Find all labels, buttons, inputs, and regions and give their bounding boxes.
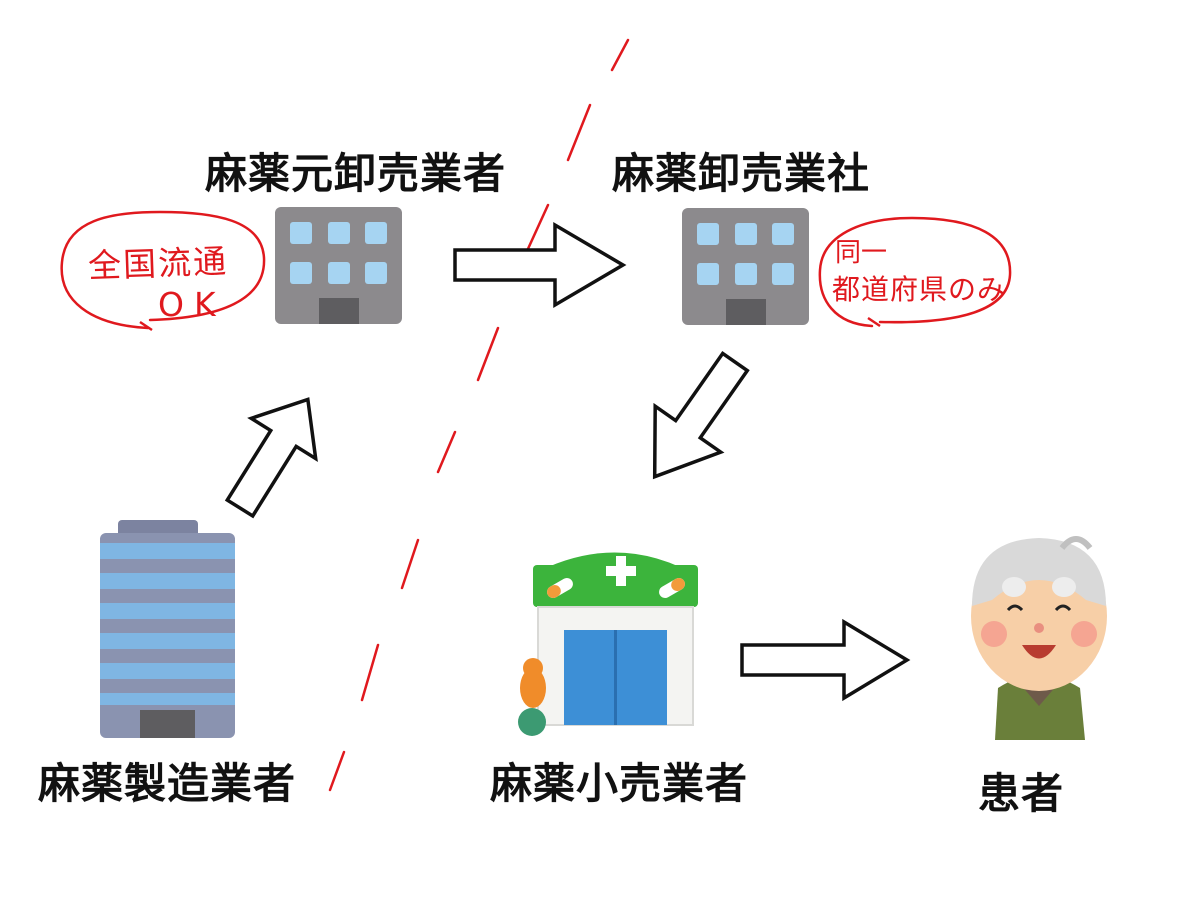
- annotation-right-line1: 同一: [835, 238, 888, 268]
- oroshi-label: 麻薬卸売業社: [612, 149, 871, 198]
- shop-label: 麻薬小売業者: [490, 759, 749, 808]
- annotation-left-line2: OK: [158, 285, 226, 324]
- patient-label: 患者: [978, 769, 1065, 818]
- arrow-motooroshi-to-oroshi: [453, 221, 627, 309]
- annotation-bubble-left: [60, 210, 266, 330]
- annotation-right-line2: 都道府県のみ: [832, 273, 1007, 306]
- boundary-dashed-line: [328, 38, 630, 792]
- factory-tower-icon: [100, 520, 235, 738]
- arrow-maker-to-motooroshi: [224, 397, 318, 519]
- maker-label: 麻薬製造業者: [38, 759, 297, 808]
- office-building-icon: [275, 207, 402, 324]
- annotation-left-line1: 全国流通: [87, 241, 229, 286]
- arrow-shop-to-patient: [740, 618, 911, 702]
- office-building-icon: [682, 208, 809, 325]
- annotation-bubble-left-tail: [139, 320, 153, 332]
- annotation-bubble-right: [818, 216, 1012, 328]
- arrow-oroshi-to-shop: [652, 350, 750, 480]
- annotation-bubble-right-tail: [867, 316, 881, 328]
- elderly-man-icon: [971, 536, 1107, 740]
- motooroshi-label: 麻薬元卸売業者: [205, 149, 507, 198]
- pharmacy-icon: [518, 552, 698, 736]
